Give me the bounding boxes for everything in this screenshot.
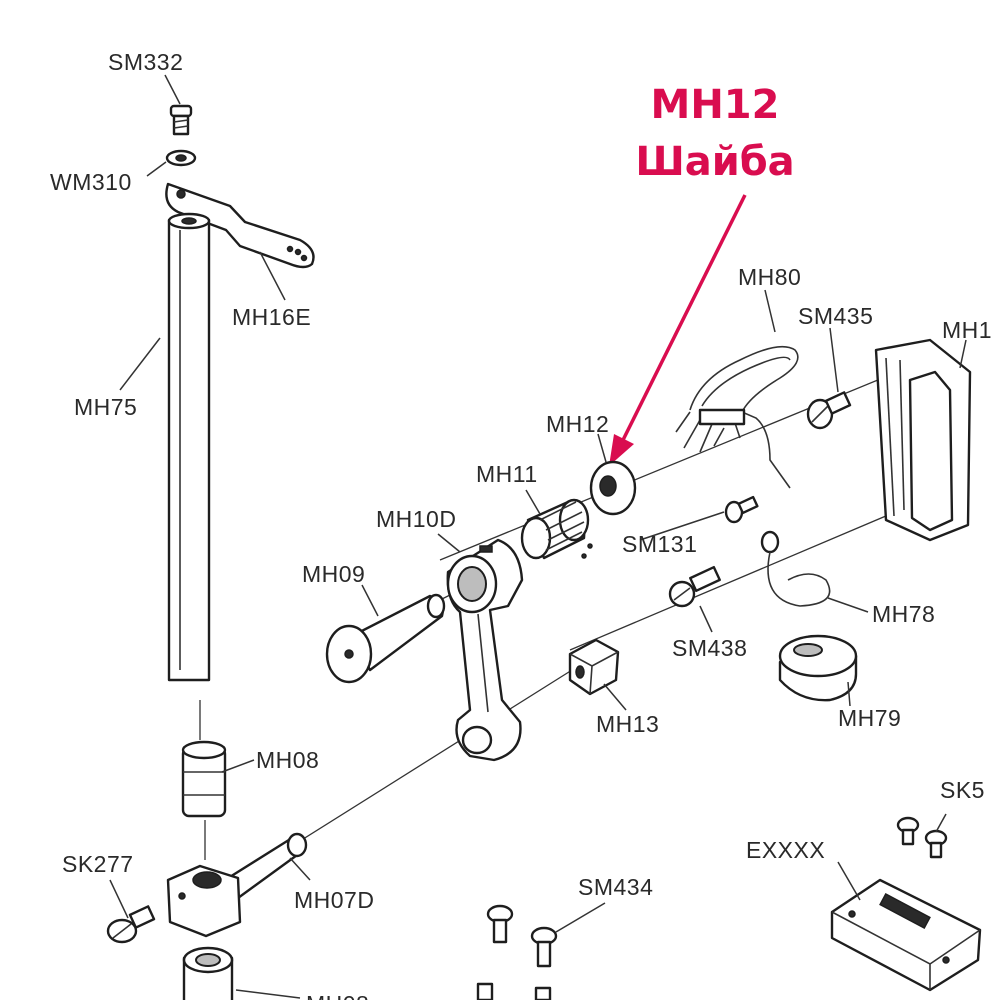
label-mh80: MH80: [738, 264, 801, 290]
label-mh08: MH08: [256, 747, 319, 773]
highlight-name: Шайба: [635, 139, 794, 185]
label-mh10d: MH10D: [376, 506, 456, 532]
part-sm435-screw: [806, 391, 852, 430]
part-mh13-block: [568, 638, 620, 696]
part-mh80-spring: [675, 345, 799, 489]
label-sk5x: SK5: [940, 777, 985, 803]
label-mh79: MH79: [838, 705, 901, 731]
part-exxxx-plate: [830, 878, 982, 992]
label-mh16e: MH16E: [232, 304, 311, 330]
label-mh07d: MH07D: [294, 887, 374, 913]
part-mh10d-conrod: [446, 538, 524, 762]
label-sm434: SM434: [578, 874, 653, 900]
assembly-axis-lines: [199, 374, 901, 886]
highlight-arrow: [609, 194, 747, 466]
label-mh11: MH11: [476, 461, 538, 487]
part-mh16e-bracket: [165, 182, 315, 269]
part-sm131-screw: [724, 495, 759, 524]
label-mh75: MH75: [74, 394, 137, 420]
label-sk277: SK277: [62, 851, 134, 877]
part-mh09-pin: [325, 593, 446, 684]
part-mh08-bushing: [181, 740, 227, 818]
label-sm332: SM332: [108, 49, 183, 75]
part-sm438-screw: [668, 565, 721, 608]
label-exxxx: EXXXX: [746, 837, 825, 863]
part-mh79-pad: [778, 634, 858, 702]
part-mh1x-block: [874, 338, 972, 542]
part-mh12-washer: [589, 460, 637, 516]
label-sm435: SM435: [798, 303, 873, 329]
part-mh11-bearing: [520, 498, 593, 560]
label-mh09: MH09: [302, 561, 365, 587]
label-sm131: SM131: [622, 531, 697, 557]
part-sk277-screw: [106, 905, 156, 944]
highlight-code: MH12: [651, 82, 780, 128]
label-mh1x: MH1: [942, 317, 992, 343]
part-sm332-screw: [169, 104, 193, 136]
label-mh13: MH13: [596, 711, 659, 737]
label-mh12: MH12: [546, 411, 609, 437]
part-mh78-clip: [760, 530, 831, 607]
part-sm434-screws: [476, 904, 558, 1000]
part-mh75-rod: [167, 212, 211, 682]
label-sm438: SM438: [672, 635, 747, 661]
part-sk5x-screws: [896, 816, 948, 859]
label-mh78: MH78: [872, 601, 935, 627]
part-mh07d-shaft: [166, 832, 308, 938]
label-bottom-part: MH08: [306, 991, 369, 1000]
label-wm310: WM310: [50, 169, 132, 195]
part-wm310-washer: [165, 149, 197, 167]
leader-lines: [109, 74, 967, 999]
part-bottom-cylinder: [182, 946, 234, 1000]
